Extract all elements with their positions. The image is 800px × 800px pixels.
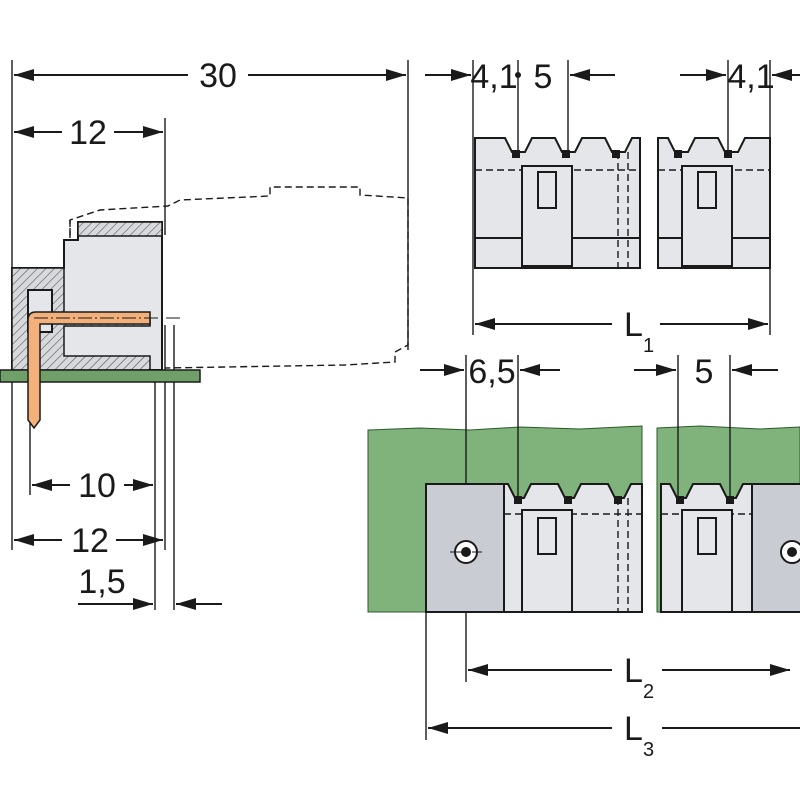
latch-window — [697, 517, 717, 555]
arrow-head — [14, 69, 34, 81]
arrow-head — [732, 364, 752, 376]
side-view: 30 12 10 12 — [0, 57, 409, 610]
pin-dot — [562, 150, 570, 158]
arrow-head — [468, 664, 488, 676]
dimension-bottom-width: 12 — [71, 522, 109, 560]
pin-dot — [512, 150, 520, 158]
arrow-head — [475, 318, 495, 330]
pin-dot — [724, 150, 732, 158]
length-l1-subscript: 1 — [643, 335, 654, 357]
flange-view: 6,5 5 L — [367, 353, 800, 761]
arrow-head — [143, 126, 163, 138]
latch-window — [537, 171, 557, 209]
arrow-head — [133, 479, 153, 491]
pin-dot — [514, 496, 522, 504]
arrow-head — [14, 126, 34, 138]
length-l2-subscript: 2 — [643, 681, 654, 703]
pin-dot — [726, 496, 734, 504]
arrow-head — [386, 69, 406, 81]
dimension-offset: 1,5 — [78, 563, 125, 601]
pin-dot — [676, 496, 684, 504]
dimension-flange-offset: 6,5 — [468, 353, 515, 391]
arrow-head — [428, 722, 448, 734]
pcb-board — [0, 369, 201, 383]
length-l2-label: L — [624, 652, 643, 690]
pin-dot — [674, 150, 682, 158]
arrow-head — [133, 598, 153, 610]
latch-window — [537, 517, 557, 555]
arrow-head — [570, 69, 590, 81]
arrow-head — [706, 69, 726, 81]
length-l3-subscript: 3 — [643, 739, 654, 761]
arrow-head — [748, 318, 768, 330]
mating-plug-outline — [69, 186, 409, 369]
dimension-pin-span: 10 — [78, 467, 116, 505]
dimension-top-width: 12 — [69, 114, 107, 152]
pin-dot — [614, 496, 622, 504]
arrow-head — [520, 364, 540, 376]
dimension-dot — [515, 72, 521, 78]
length-l1-label: L — [624, 306, 643, 344]
dimension-flange-pitch: 5 — [695, 353, 714, 391]
dimension-edge-pitch-right: 4,1 — [727, 58, 774, 96]
arrow-head — [772, 69, 792, 81]
dimension-overall-length: 30 — [199, 57, 237, 95]
dimension-edge-pitch-left: 4,1 — [470, 58, 517, 96]
arrow-head — [451, 69, 471, 81]
arrow-head — [143, 534, 163, 546]
angled-pin — [27, 311, 151, 430]
screw-hole-icon — [461, 547, 471, 557]
pin-dot — [564, 496, 572, 504]
dimension-pitch: 5 — [534, 58, 553, 96]
latch-window — [697, 171, 717, 209]
housing-section — [77, 221, 163, 237]
arrow-head — [444, 364, 464, 376]
arrow-head — [14, 534, 34, 546]
length-l3-label: L — [624, 710, 643, 748]
arrow-head — [176, 598, 196, 610]
screw-hole-icon — [787, 547, 797, 557]
arrow-head — [32, 479, 52, 491]
top-view: 4,1 5 4,1 L 1 — [425, 58, 800, 357]
pin-dot — [612, 150, 620, 158]
arrow-head — [656, 364, 676, 376]
arrow-head — [770, 664, 790, 676]
